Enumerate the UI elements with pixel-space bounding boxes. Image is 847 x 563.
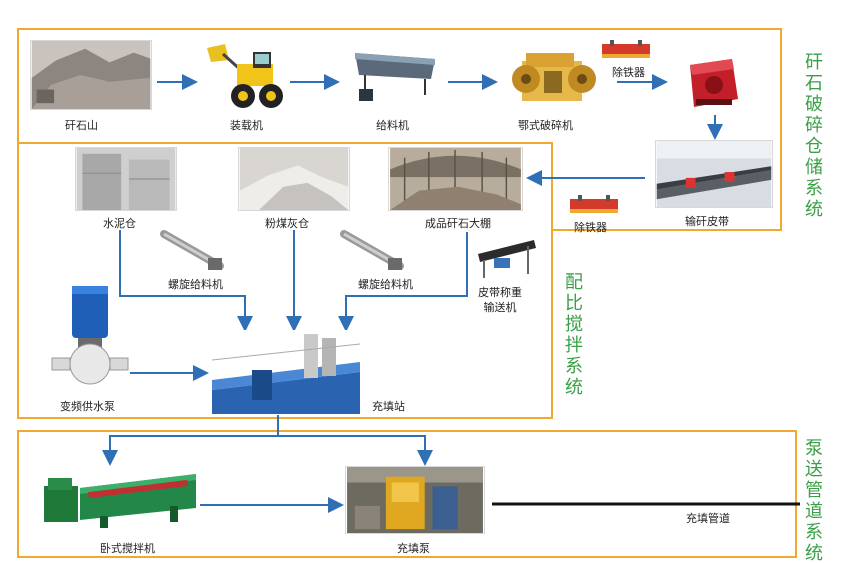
water-pump-label: 变频供水泵 (60, 400, 115, 413)
loader-icon (207, 44, 283, 108)
loader-label: 装载机 (230, 119, 263, 132)
horizontal-mixer-node (40, 468, 200, 530)
filling-pipe-label: 充填管道 (686, 512, 730, 525)
screw-feeder-1-icon (160, 230, 224, 270)
filling-pump-label: 充填泵 (397, 542, 430, 555)
feeder-label: 给料机 (376, 119, 409, 132)
water-pump-icon (51, 286, 129, 385)
flyash-silo-label: 粉煤灰仓 (265, 217, 309, 230)
horizontal-mixer-label: 卧式搅拌机 (100, 542, 155, 555)
iron-remover-top-label: 除铁器 (612, 66, 645, 79)
screw-feeder-1-label: 螺旋给料机 (168, 278, 223, 291)
feeder-icon (355, 53, 435, 101)
belt-weigher-node (474, 236, 538, 280)
screw-feeder-1-node (158, 228, 228, 272)
horizontal-mixer-icon (44, 474, 196, 528)
gangue-shed-label: 成品矸石大棚 (425, 217, 491, 230)
crushing-system-label: 矸石破碎仓储系统 (805, 52, 823, 220)
jaw-crusher-node (504, 45, 604, 110)
gangue-belt-node (655, 140, 773, 208)
cement-silo-image (75, 147, 177, 211)
gangue-shed-node (388, 147, 523, 211)
iron-remover-mid-label: 除铁器 (574, 221, 607, 234)
water-pump-node (50, 282, 130, 392)
iron-remover-top-node (598, 40, 654, 60)
batching-system-label: 配比搅拌系统 (565, 272, 583, 398)
filling-station-image (211, 330, 361, 414)
filling-pump-image (345, 466, 485, 534)
jaw-crusher-icon (512, 53, 596, 101)
iron-remover-top-icon (602, 40, 650, 58)
flyash-silo-image (238, 147, 350, 211)
loader-node (205, 42, 285, 112)
pumping-system-label: 泵送管道系统 (805, 438, 823, 563)
gangue-hill-node (30, 40, 152, 110)
filling-station-node (211, 330, 361, 414)
screw-feeder-2-node (338, 228, 408, 272)
filling-station-label: 充填站 (372, 400, 405, 413)
screw-feeder-2-icon (340, 230, 404, 270)
iron-remover-mid-icon (570, 195, 618, 213)
gangue-hill-image (30, 40, 152, 110)
screw-feeder-2-label: 螺旋给料机 (358, 278, 413, 291)
gangue-shed-image (388, 147, 523, 211)
iron-remover-mid-node (566, 195, 622, 215)
gangue-belt-label: 输矸皮带 (685, 215, 729, 228)
cement-silo-node (75, 147, 177, 211)
belt-weigher-label: 皮带称重 输送机 (478, 286, 522, 314)
pumping-system-frame (17, 430, 797, 558)
secondary-crusher-node (682, 55, 744, 113)
feeder-node (345, 45, 443, 107)
belt-weigher-icon (478, 240, 536, 278)
flyash-silo-node (238, 147, 350, 211)
jaw-crusher-label: 鄂式破碎机 (518, 119, 573, 132)
gangue-belt-image (655, 140, 773, 208)
cement-silo-label: 水泥仓 (103, 217, 136, 230)
gangue-hill-label: 矸石山 (65, 119, 98, 132)
secondary-crusher-icon (690, 59, 738, 107)
filling-pump-node (345, 466, 485, 534)
